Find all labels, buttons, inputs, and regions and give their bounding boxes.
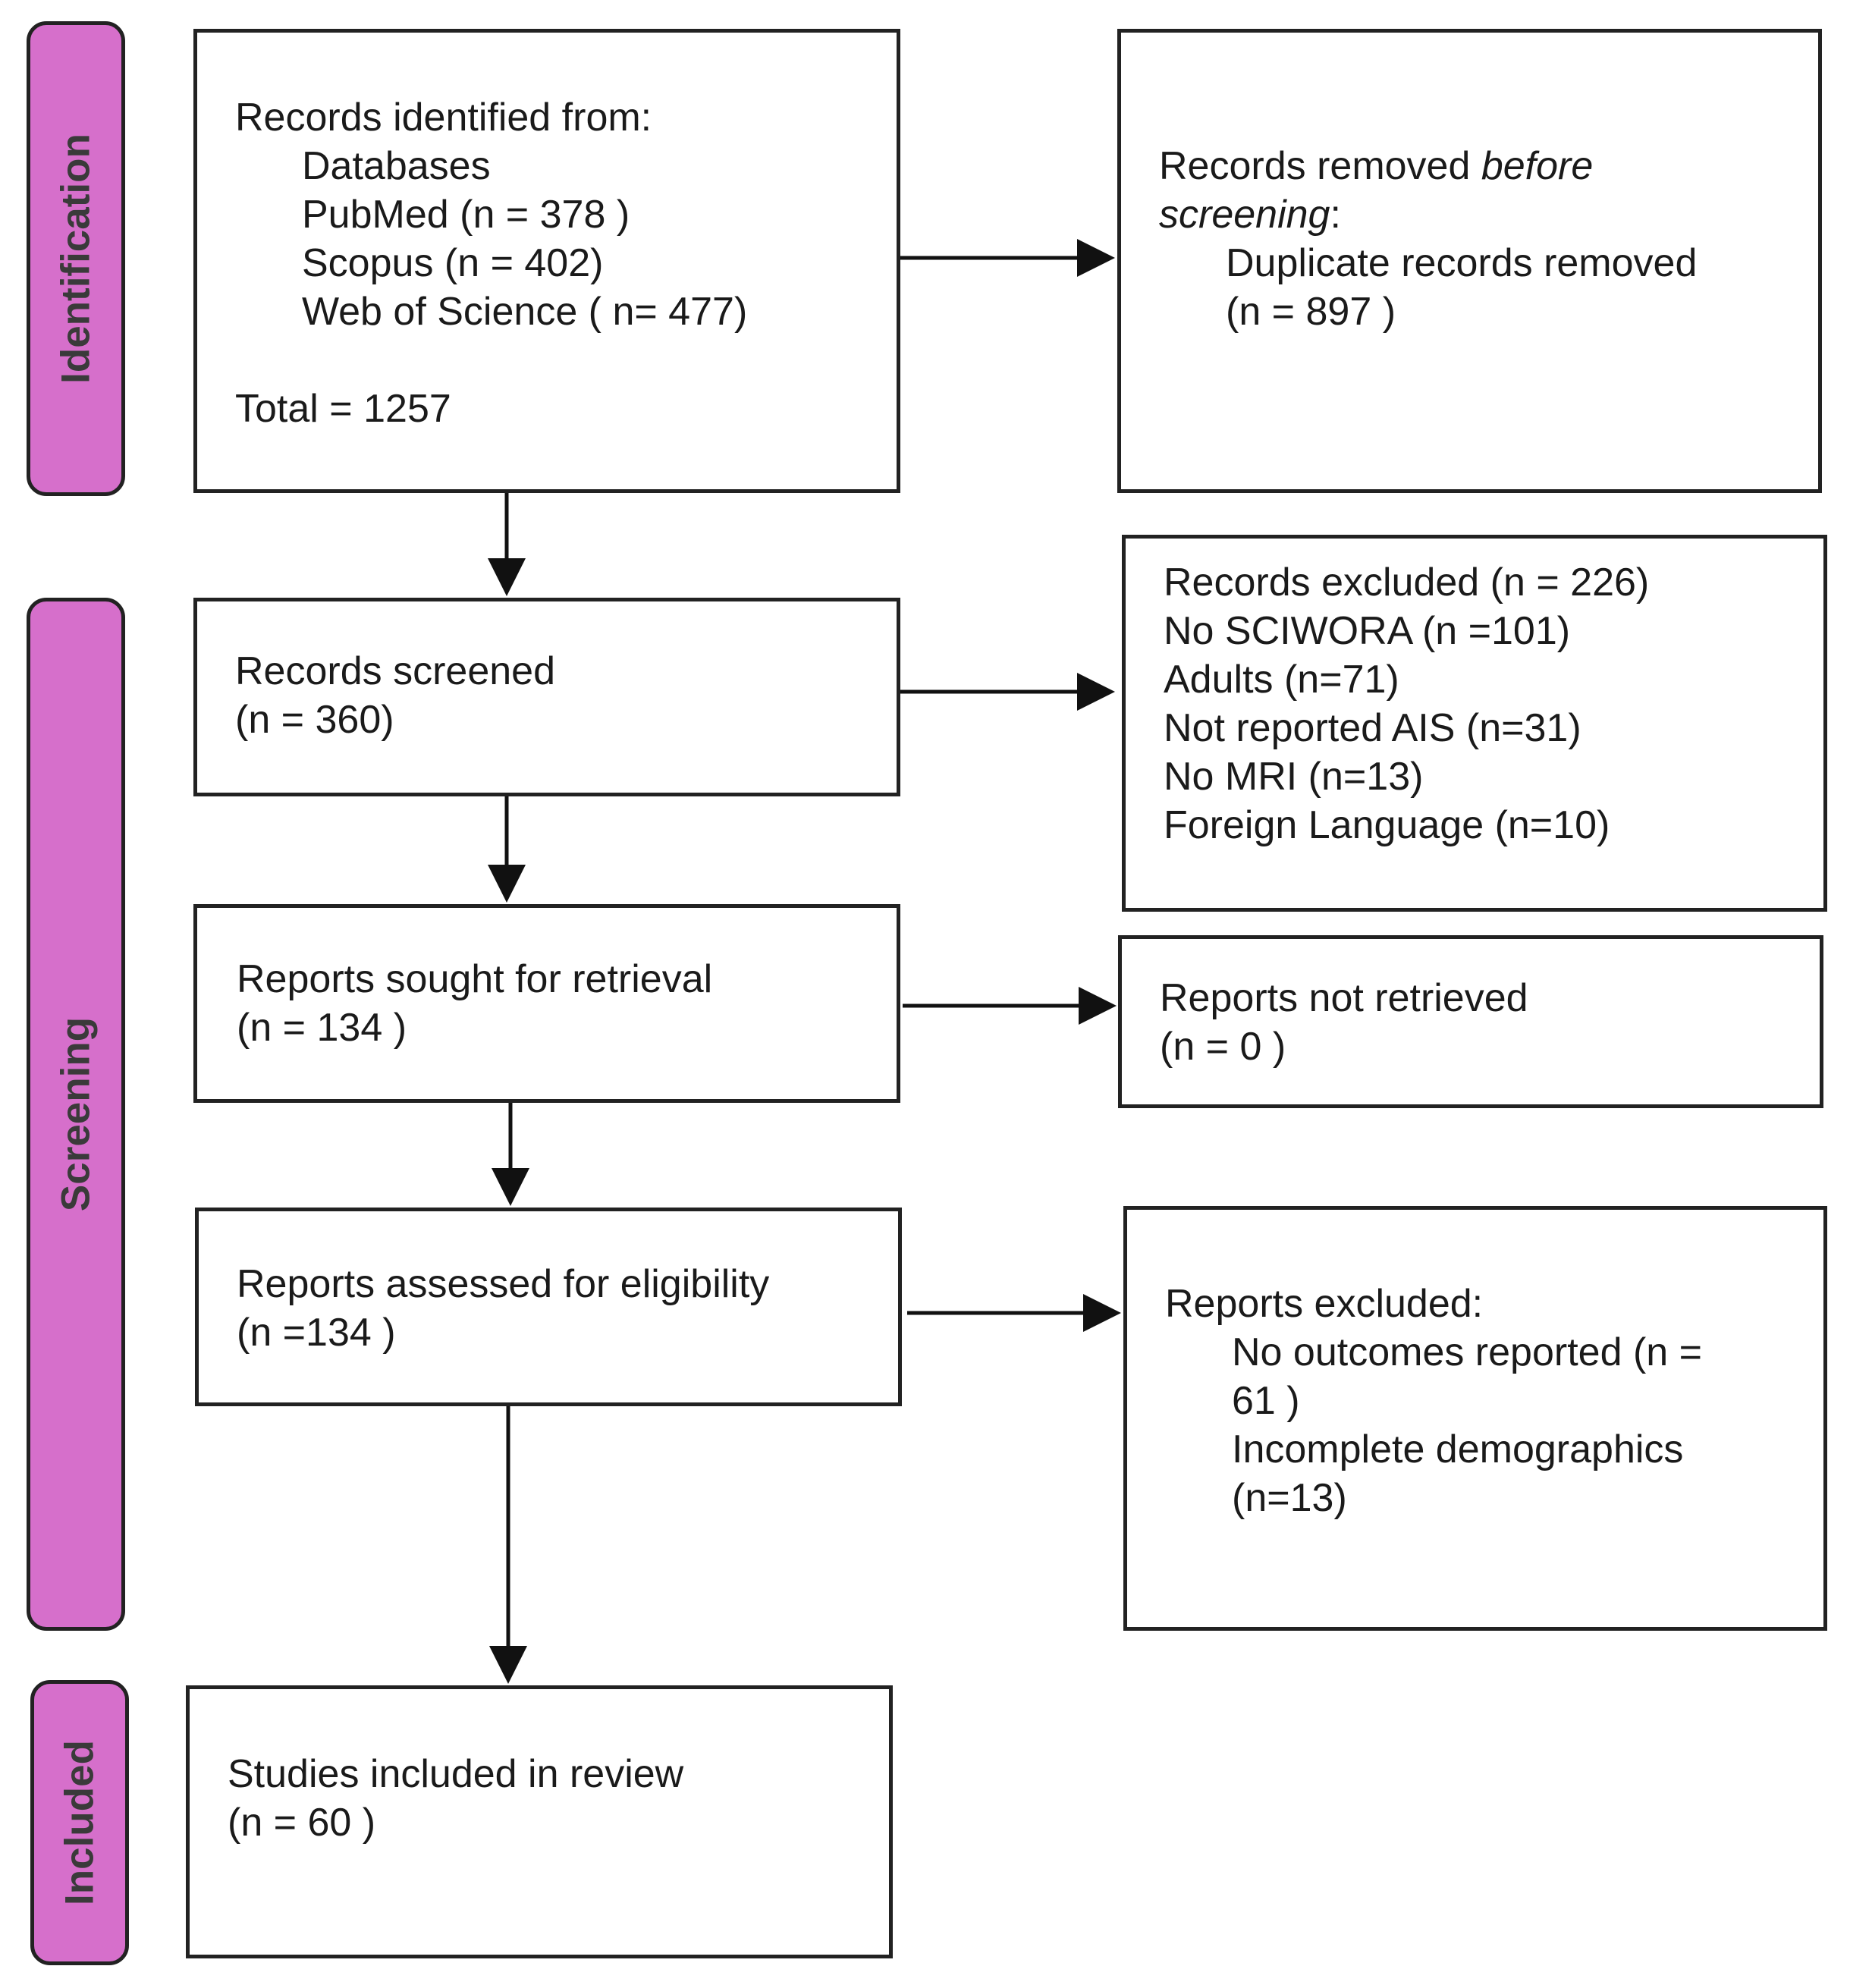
removed-duplicates-n: (n = 897 )	[1226, 290, 1396, 334]
reports-excluded-heading: Reports excluded:	[1165, 1282, 1484, 1326]
identified-scopus: Scopus (n = 402)	[302, 241, 604, 285]
screened-n: (n = 360)	[235, 698, 394, 742]
identified-total: Total = 1257	[235, 387, 451, 431]
excluded-item: No SCIWORA (n =101)	[1164, 609, 1571, 653]
assessed-heading: Reports assessed for eligibility	[237, 1262, 770, 1306]
removed-heading-line2: screening:	[1159, 190, 1697, 239]
reports-excluded-line3: Incomplete demographics	[1232, 1427, 1684, 1471]
removed-heading-line1: Records removed before	[1159, 142, 1697, 190]
records-identified-box: Records identified from: Databases PubMe…	[193, 29, 900, 493]
records-excluded-box: Records excluded (n = 226) No SCIWORA (n…	[1122, 535, 1827, 912]
phase-included: Included	[30, 1680, 129, 1965]
excluded-item: Foreign Language (n=10)	[1164, 803, 1610, 847]
phase-identification: Identification	[27, 21, 125, 496]
identified-wos: Web of Science ( n= 477)	[302, 290, 748, 334]
identified-pubmed: PubMed (n = 378 )	[302, 193, 630, 237]
excluded-item: Not reported AIS (n=31)	[1164, 706, 1581, 750]
identified-databases: Databases	[302, 144, 491, 188]
reports-assessed-box: Reports assessed for eligibility (n =134…	[195, 1208, 902, 1406]
removed-heading-italic-screening: screening	[1159, 193, 1330, 237]
not-retrieved-n: (n = 0 )	[1160, 1025, 1286, 1069]
records-removed-box: Records removed before screening: Duplic…	[1117, 29, 1822, 493]
reports-sought-box: Reports sought for retrieval (n = 134 )	[193, 904, 900, 1103]
reports-excluded-box: Reports excluded: No outcomes reported (…	[1123, 1206, 1827, 1631]
excluded-item: No MRI (n=13)	[1164, 755, 1424, 799]
included-n: (n = 60 )	[228, 1801, 376, 1845]
records-screened-box: Records screened (n = 360)	[193, 598, 900, 796]
phase-screening: Screening	[27, 598, 125, 1631]
included-heading: Studies included in review	[228, 1752, 684, 1796]
removed-heading-suffix: :	[1330, 193, 1341, 237]
excluded-heading: Records excluded (n = 226)	[1164, 561, 1650, 605]
removed-duplicates: Duplicate records removed	[1226, 241, 1698, 285]
excluded-item: Adults (n=71)	[1164, 658, 1399, 702]
removed-heading-italic-before: before	[1481, 144, 1594, 188]
sought-n: (n = 134 )	[237, 1006, 407, 1050]
studies-included-box: Studies included in review (n = 60 )	[186, 1685, 893, 1958]
reports-not-retrieved-box: Reports not retrieved (n = 0 )	[1118, 935, 1823, 1108]
reports-excluded-line4: (n=13)	[1232, 1476, 1347, 1520]
screened-heading: Records screened	[235, 649, 555, 693]
identified-heading: Records identified from:	[235, 96, 652, 140]
reports-excluded-line1: No outcomes reported (n =	[1232, 1330, 1702, 1374]
reports-excluded-line2: 61 )	[1232, 1379, 1300, 1423]
sought-heading: Reports sought for retrieval	[237, 957, 713, 1001]
assessed-n: (n =134 )	[237, 1311, 396, 1355]
removed-heading-prefix: Records removed	[1159, 144, 1481, 188]
not-retrieved-heading: Reports not retrieved	[1160, 976, 1528, 1020]
